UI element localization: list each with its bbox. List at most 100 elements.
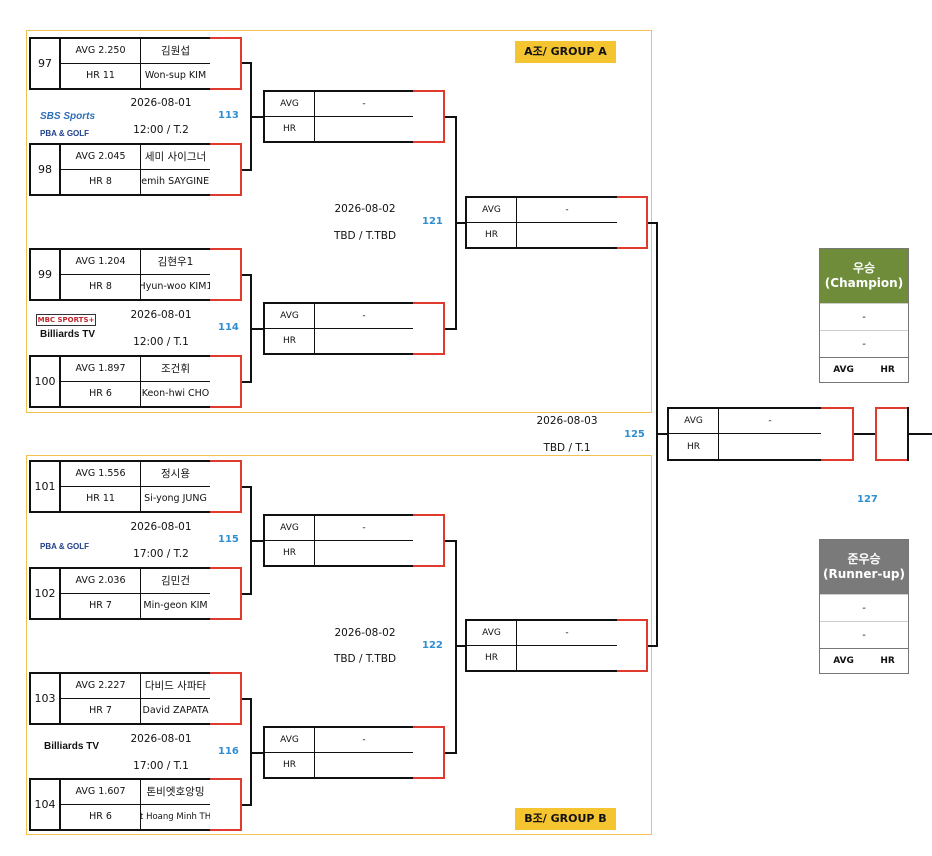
match-number: 127 xyxy=(857,494,878,505)
match-time: TBD / T.TBD xyxy=(333,230,397,242)
player-hr: HR 7 xyxy=(61,698,141,723)
result-box-122[interactable]: AVG HR - xyxy=(465,619,619,672)
billiards-tv-logo: Billiards TV xyxy=(40,329,100,343)
winner-placeholder: - xyxy=(315,728,413,753)
match-number: 116 xyxy=(218,746,239,757)
match-number: 122 xyxy=(422,640,443,651)
avg-label: AVG xyxy=(265,516,315,541)
player-name-en: Viet Hoang Minh THON xyxy=(141,811,210,822)
match-number: 121 xyxy=(422,216,443,227)
player-card-100[interactable]: 100 AVG 1.897 HR 6 조건휘 Keon-hwi CHO xyxy=(29,355,212,408)
hr-label: HR xyxy=(265,116,315,141)
bracket-line xyxy=(455,645,466,647)
player-score-box xyxy=(210,248,242,301)
bracket-line xyxy=(242,804,252,806)
match-time: 17:00 / T.2 xyxy=(133,548,189,560)
player-avg: AVG 1.607 xyxy=(61,780,141,805)
winner-placeholder: - xyxy=(315,92,413,117)
player-score-box xyxy=(210,37,242,90)
match-number: 114 xyxy=(218,322,239,333)
result-box-114[interactable]: AVG HR - xyxy=(263,302,415,355)
champion-title-kr: 우승 xyxy=(852,261,876,275)
champion-title-en: (Champion) xyxy=(824,276,904,290)
hr-label: HR xyxy=(880,656,895,666)
player-name-en: Si-yong JUNG xyxy=(144,493,207,505)
player-card-103[interactable]: 103 AVG 2.227 HR 7 다비드 사파타 David ZAPATA xyxy=(29,672,212,725)
result-box-113[interactable]: AVG HR - xyxy=(263,90,415,143)
bracket-line xyxy=(250,116,264,118)
player-hr: HR 8 xyxy=(61,274,141,299)
player-card-102[interactable]: 102 AVG 2.036 HR 7 김민건 Min-geon KIM xyxy=(29,567,212,620)
champion-footer: AVG HR xyxy=(820,357,908,382)
seed-number: 98 xyxy=(31,145,61,194)
result-box-125[interactable]: AVG HR - xyxy=(667,407,823,461)
bracket-line xyxy=(445,116,457,118)
result-box-116[interactable]: AVG HR - xyxy=(263,726,415,779)
result-score-box xyxy=(413,514,445,567)
bracket-line xyxy=(242,381,252,383)
player-card-104[interactable]: 104 AVG 1.607 HR 6 톤비엣호앙밍 Viet Hoang Min… xyxy=(29,778,212,831)
runner-up-title-kr: 준우승 xyxy=(847,552,881,566)
player-avg: AVG 2.045 xyxy=(61,145,141,170)
billiards-logo-text: Billiards TV xyxy=(40,329,96,340)
seed-number: 101 xyxy=(31,462,61,511)
champion-value-row: - xyxy=(820,303,908,330)
winner-placeholder: - xyxy=(517,198,617,223)
hr-value xyxy=(719,434,821,459)
pba-logo-text: PBA & GOLF xyxy=(40,129,90,138)
player-card-99[interactable]: 99 AVG 1.204 HR 8 김현우1 Hyun-woo KIM1 xyxy=(29,248,212,301)
player-name-en: David ZAPATA xyxy=(142,705,209,717)
result-box-121[interactable]: AVG HR - xyxy=(465,196,619,249)
result-score-box xyxy=(413,302,445,355)
champion-panel: 우승 (Champion) - - AVG HR xyxy=(819,248,909,383)
match-date: 2026-08-01 xyxy=(130,733,192,745)
hr-label: HR xyxy=(467,222,517,247)
avg-label: AVG xyxy=(669,409,719,434)
player-name-kr: 세미 사이그너 xyxy=(141,145,210,170)
bracket-line xyxy=(445,752,457,754)
player-hr: HR 6 xyxy=(61,804,141,829)
result-box-115[interactable]: AVG HR - xyxy=(263,514,415,567)
match-date: 2026-08-01 xyxy=(130,97,192,109)
match-time: 17:00 / T.1 xyxy=(133,760,189,772)
winner-placeholder: - xyxy=(719,409,821,434)
match-date: 2026-08-02 xyxy=(334,627,396,639)
bracket-line xyxy=(242,62,252,64)
runner-up-title-en: (Runner-up) xyxy=(822,567,905,581)
final-score-box-2 xyxy=(875,407,909,461)
avg-label: AVG xyxy=(265,304,315,329)
mbc-sports-logo: MBC SPORTS+ xyxy=(36,314,96,326)
avg-label: AVG xyxy=(265,92,315,117)
bracket-line xyxy=(242,486,252,488)
player-name-kr: 톤비엣호앙밍 xyxy=(141,780,210,805)
winner-placeholder: - xyxy=(517,621,617,646)
player-hr: HR 11 xyxy=(61,63,141,88)
player-card-98[interactable]: 98 AVG 2.045 HR 8 세미 사이그너 Semih SAYGINER xyxy=(29,143,212,196)
champion-value-row: - xyxy=(820,330,908,357)
player-card-97[interactable]: 97 AVG 2.250 HR 11 김원섭 Won-sup KIM xyxy=(29,37,212,90)
player-card-101[interactable]: 101 AVG 1.556 HR 11 정시용 Si-yong JUNG xyxy=(29,460,212,513)
hr-label: HR xyxy=(265,540,315,565)
avg-label: AVG xyxy=(833,365,854,375)
result-score-box xyxy=(413,726,445,779)
player-name-kr: 김민건 xyxy=(141,569,210,594)
hr-value xyxy=(517,223,617,248)
player-score-box xyxy=(210,460,242,513)
bracket-line xyxy=(242,593,252,595)
player-avg: AVG 2.227 xyxy=(61,674,141,699)
bracket-line xyxy=(656,433,668,435)
match-time: TBD / T.1 xyxy=(543,442,591,454)
runner-up-value-row: - xyxy=(820,594,908,621)
avg-label: AVG xyxy=(833,656,854,666)
avg-label: AVG xyxy=(265,728,315,753)
result-score-box xyxy=(617,196,648,249)
billiards-logo-text: Billiards TV xyxy=(44,741,100,752)
seed-number: 100 xyxy=(31,357,61,406)
hr-value xyxy=(315,541,413,566)
seed-number: 103 xyxy=(31,674,61,723)
seed-number: 102 xyxy=(31,569,61,618)
champion-header: 우승 (Champion) xyxy=(820,249,908,303)
player-name-en: Min-geon KIM xyxy=(143,600,208,612)
player-hr: HR 7 xyxy=(61,593,141,618)
player-hr: HR 11 xyxy=(61,486,141,511)
